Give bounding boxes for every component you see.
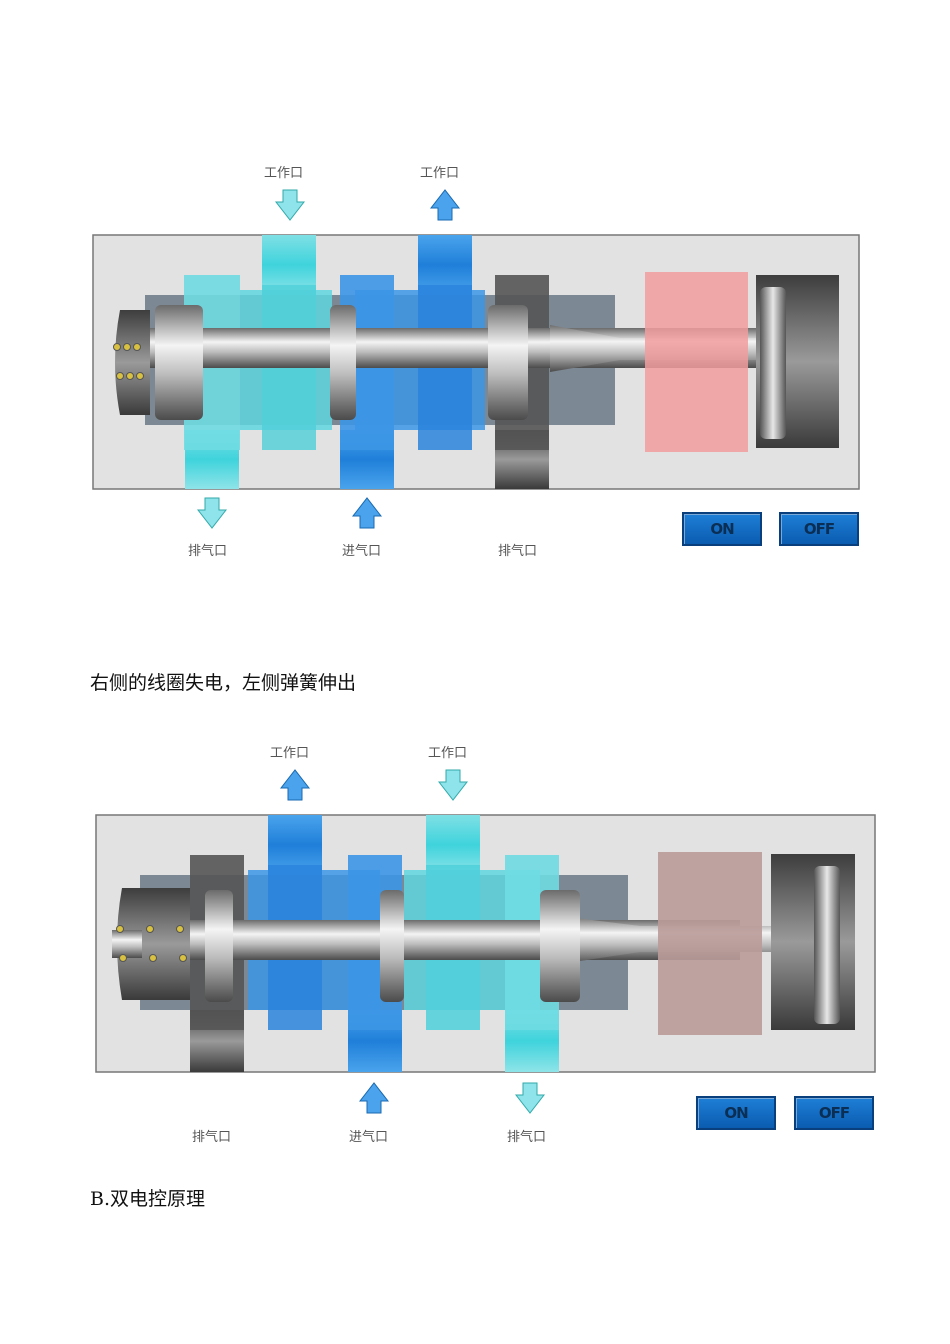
valve-diagram-2: 工作口 工作口 排气口 进气口 排气口 ON OFF <box>0 730 950 1150</box>
spool-land-1 <box>155 305 203 420</box>
spool-land-3 <box>540 890 580 1002</box>
arrow-down-icon <box>274 189 306 221</box>
armature-disk <box>760 287 786 439</box>
label-exhaust-port-right: 排气口 <box>498 544 538 559</box>
arrow-up-icon <box>351 497 383 529</box>
label-work-port-left: 工作口 <box>270 746 310 761</box>
on-button[interactable]: ON <box>696 1096 776 1130</box>
arrow-down-icon <box>196 497 228 529</box>
off-button[interactable]: OFF <box>794 1096 874 1130</box>
spool-land-3 <box>488 305 528 420</box>
valve-2-svg <box>95 769 876 1114</box>
off-button[interactable]: OFF <box>779 512 859 546</box>
label-exhaust-port-left: 排气口 <box>192 1130 232 1145</box>
spool-land-2 <box>330 305 356 420</box>
caption-text-2: B.双电控原理 <box>90 1188 206 1210</box>
armature-housing <box>771 854 855 1030</box>
label-exhaust-port-right: 排气口 <box>507 1130 547 1145</box>
valve-1-svg <box>92 189 860 529</box>
arrow-down-icon <box>514 1082 546 1114</box>
valve-diagram-1: 工作口 工作口 排气口 进气口 排气口 ON OFF <box>0 150 950 570</box>
armature-disk <box>814 866 840 1024</box>
label-work-port-right: 工作口 <box>428 746 468 761</box>
label-inlet-port: 进气口 <box>342 544 382 559</box>
spool-land-1 <box>205 890 233 1002</box>
label-exhaust-port-left: 排气口 <box>188 544 228 559</box>
label-work-port-left: 工作口 <box>264 166 304 181</box>
caption-text-1: 右侧的线圈失电，左侧弹簧伸出 <box>90 672 357 694</box>
arrow-up-icon <box>429 189 461 221</box>
arrow-down-icon <box>437 769 469 801</box>
label-work-port-right: 工作口 <box>420 166 460 181</box>
label-inlet-port: 进气口 <box>349 1130 389 1145</box>
spool-land-2 <box>380 890 404 1002</box>
spring-contacts <box>113 343 144 380</box>
arrow-up-icon <box>279 769 311 801</box>
spring-contacts <box>116 925 187 962</box>
arrow-up-icon <box>358 1082 390 1114</box>
coil-solenoid <box>645 272 748 452</box>
on-button[interactable]: ON <box>682 512 762 546</box>
coil-solenoid <box>658 852 762 1035</box>
